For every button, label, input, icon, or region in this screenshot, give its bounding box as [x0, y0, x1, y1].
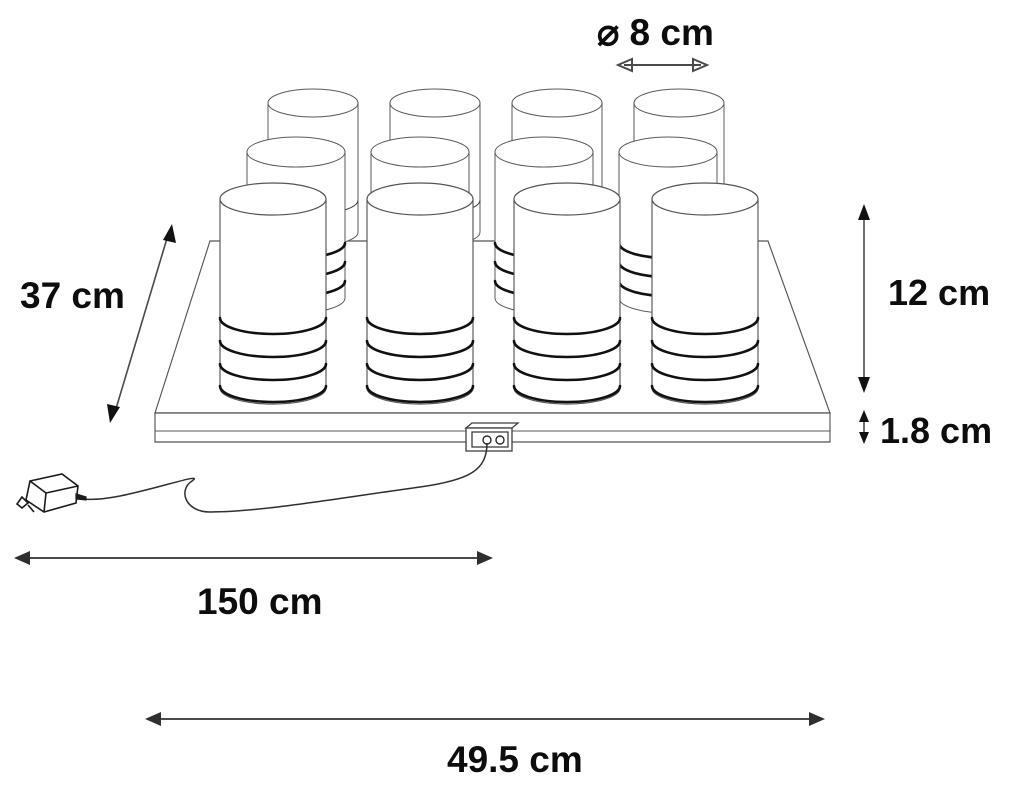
dimension-cord-length: 150 cm — [14, 551, 493, 622]
power-adapter — [15, 473, 87, 513]
dimension-depth-label: 37 cm — [20, 275, 125, 316]
dimension-width: 49.5 cm — [145, 712, 825, 780]
dimension-cord-length-label: 150 cm — [197, 581, 323, 622]
dimension-height-label: 12 cm — [888, 272, 990, 313]
dimension-plate-thickness-label: 1.8 cm — [880, 410, 992, 451]
power-cord — [81, 442, 488, 513]
dimension-plate-thickness: 1.8 cm — [859, 410, 992, 451]
spotlight-cylinder — [365, 182, 475, 405]
dimension-height: 12 cm — [858, 204, 990, 393]
spotlight-cylinder — [512, 182, 622, 405]
dimension-diameter-label: ⌀ 8 cm — [597, 12, 714, 53]
spotlight-cylinder — [218, 182, 328, 405]
driver-box — [464, 422, 520, 452]
dimension-diameter: ⌀ 8 cm — [597, 12, 714, 73]
spotlight-cylinder — [650, 182, 760, 405]
spotlight-row-front — [218, 182, 760, 405]
dimension-depth: 37 cm — [20, 224, 176, 423]
dimension-width-label: 49.5 cm — [447, 739, 583, 780]
